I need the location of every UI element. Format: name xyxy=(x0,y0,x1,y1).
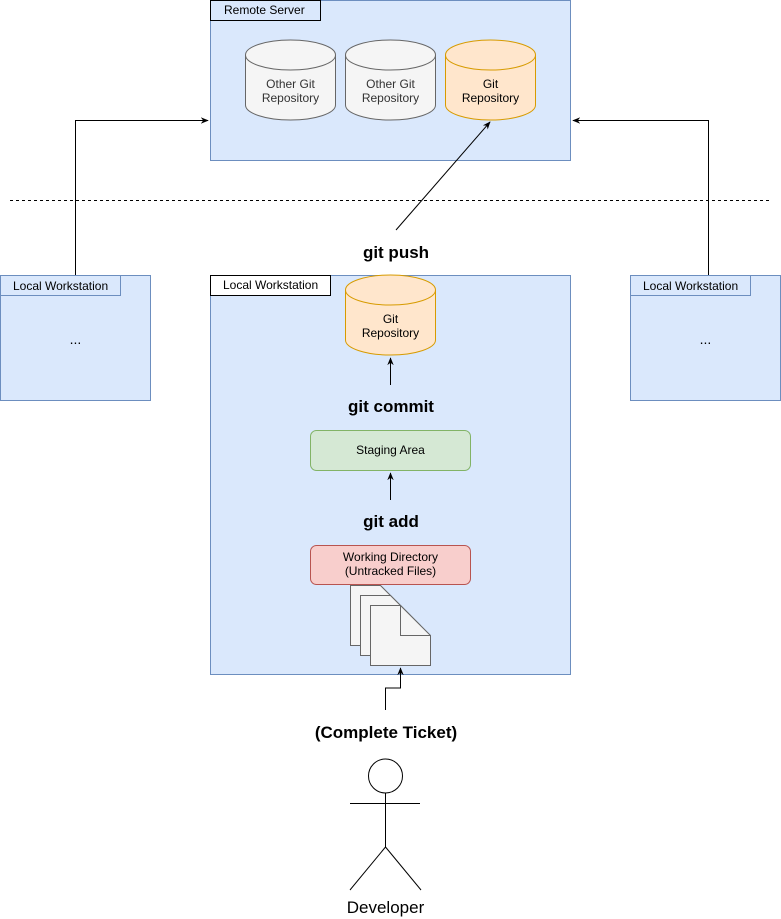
staging-area-label: Staging Area xyxy=(356,443,425,457)
files-icon xyxy=(350,585,431,666)
left-workstation-label-box xyxy=(0,275,121,296)
remote-repo-other-2: Other Git Repository xyxy=(345,39,436,121)
remote-server-label-box xyxy=(210,0,321,21)
working-directory-line2: (Untracked Files) xyxy=(345,564,436,578)
remote-repo-other-1-line2: Repository xyxy=(262,91,319,105)
developer-label: Developer xyxy=(347,898,425,917)
local-repo-line2: Repository xyxy=(362,326,419,340)
remote-repo-other-2-line2: Repository xyxy=(362,91,419,105)
remote-repo-git-line2: Repository xyxy=(462,91,519,105)
right-workstation-push-connector xyxy=(572,117,709,275)
right-workstation-label-box xyxy=(630,275,751,296)
working-directory-line1: Working Directory xyxy=(343,550,438,564)
center-workstation-label: Local Workstation xyxy=(223,278,318,292)
center-workstation-label-box xyxy=(210,275,331,296)
remote-repo-git-line1: Git xyxy=(483,77,499,91)
remote-repo-other-2-line1: Other Git xyxy=(366,77,415,91)
git-push-arrow xyxy=(395,121,491,231)
git-push-label: git push xyxy=(363,243,429,262)
git-add-label: git add xyxy=(363,512,419,531)
complete-ticket-arrow xyxy=(385,667,404,710)
local-git-repository: Git Repository xyxy=(345,274,436,356)
remote-repo-other-1: Other Git Repository xyxy=(245,39,336,121)
remote-repo-other-1-line1: Other Git xyxy=(266,77,315,91)
staging-area: Staging Area xyxy=(310,430,471,471)
developer-actor-icon xyxy=(349,758,422,891)
right-workstation: Local Workstation ... xyxy=(630,275,781,401)
remote-repo-git: Git Repository xyxy=(445,39,536,121)
git-commit-label: git commit xyxy=(348,397,434,416)
working-directory: Working Directory (Untracked Files) xyxy=(310,545,471,585)
left-workstation-push-connector xyxy=(75,117,209,275)
left-workstation-content: ... xyxy=(70,331,82,347)
left-workstation: Local Workstation ... xyxy=(0,275,151,401)
remote-server-label: Remote Server xyxy=(224,3,305,17)
complete-ticket-label: (Complete Ticket) xyxy=(315,723,457,742)
local-repo-line1: Git xyxy=(383,312,399,326)
right-workstation-content: ... xyxy=(700,331,712,347)
left-workstation-label: Local Workstation xyxy=(13,279,108,293)
right-workstation-label: Local Workstation xyxy=(643,279,738,293)
